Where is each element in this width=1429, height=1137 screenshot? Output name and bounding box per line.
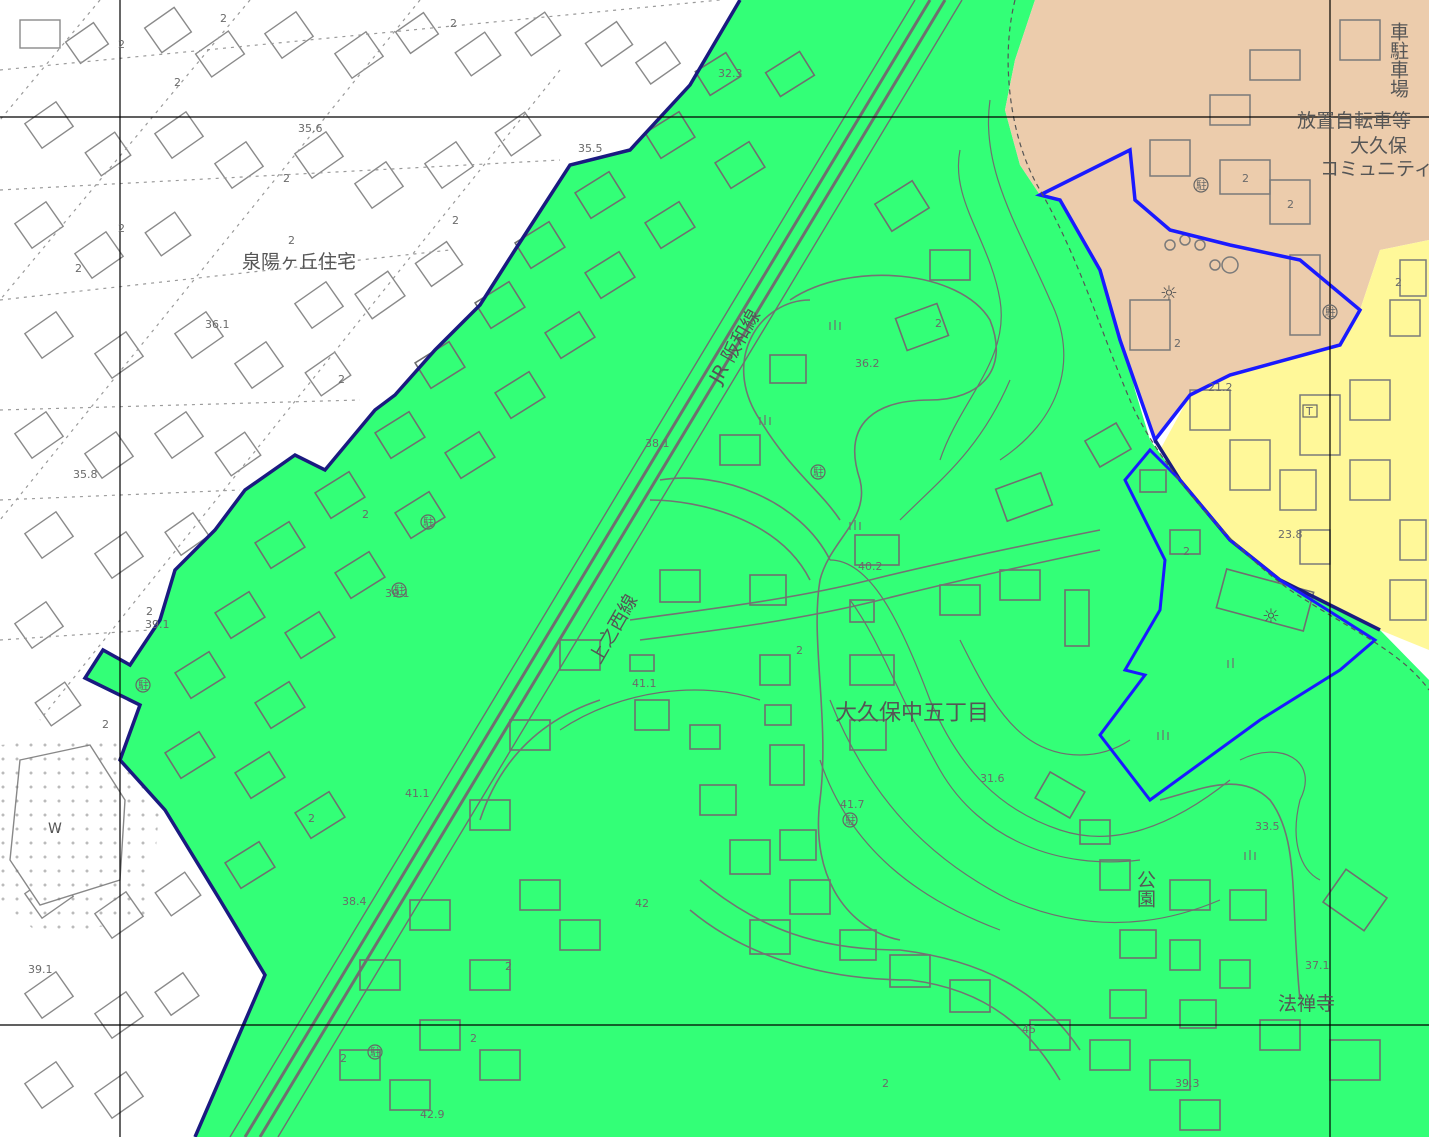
- floor-mark: 2: [935, 317, 942, 330]
- spot-height: 39.1: [28, 963, 53, 976]
- floor-mark: 2: [882, 1077, 889, 1090]
- parking-icon: 駐: [394, 583, 405, 597]
- spot-height: 35.5: [578, 142, 603, 155]
- floor-mark: 2: [118, 222, 125, 235]
- floor-mark: 2: [1242, 172, 1249, 185]
- parking-icon: 駐: [813, 465, 824, 479]
- floor-mark: 2: [283, 172, 290, 185]
- commercial-boundary: [1034, 147, 1363, 444]
- floor-mark: 2: [118, 38, 125, 51]
- spot-height: 37.1: [1305, 959, 1330, 972]
- spot-height: 21.2: [1208, 381, 1233, 394]
- bicycle-parking-label: 放置自転車等: [1297, 110, 1411, 132]
- spot-height: 41.1: [405, 787, 430, 800]
- parking-icon: 駐: [1196, 178, 1207, 192]
- housing-label: 泉陽ヶ丘住宅: [242, 251, 356, 273]
- parking-icon: 駐: [138, 678, 149, 692]
- parking-top-right-label: 車駐車場: [1387, 22, 1409, 99]
- floor-mark: 2: [340, 1052, 347, 1065]
- spot-height: 35.8: [73, 468, 98, 481]
- floor-mark: 2: [288, 234, 295, 247]
- spot-height: 39.1: [385, 587, 410, 600]
- area-name-label: 大久保中五丁目: [835, 701, 989, 726]
- spot-height: 39.1: [145, 618, 170, 631]
- floor-mark: 2: [1183, 545, 1190, 558]
- spot-height: 45: [1022, 1023, 1036, 1036]
- spot-height: 36.1: [205, 318, 230, 331]
- okubo-label: 大久保: [1350, 135, 1407, 157]
- floor-marks: 2 2 2 2 2 2 2 2 2 2 2 2 2 2 2 2 2 2 2 2 …: [75, 12, 1402, 1090]
- floor-mark: 2: [75, 262, 82, 275]
- spot-height: 36.2: [855, 357, 880, 370]
- parking-icon: 駐: [1325, 305, 1336, 319]
- parking-icon-labels: 駐 駐 駐 駐 駐 駐 駐 駐: [138, 178, 1336, 1059]
- floor-mark: 2: [1395, 276, 1402, 289]
- spot-height: 42.9: [420, 1108, 445, 1121]
- svg-text:T: T: [1305, 405, 1313, 418]
- spot-height: 40.2: [858, 560, 883, 573]
- spot-height: 42: [635, 897, 649, 910]
- park-boundary: [1098, 447, 1378, 803]
- floor-mark: 2: [796, 644, 803, 657]
- spot-height: 33.5: [1255, 820, 1280, 833]
- park-label: 公園: [1134, 870, 1156, 908]
- floor-mark: 2: [174, 76, 181, 89]
- spot-height: 39.3: [1175, 1077, 1200, 1090]
- floor-mark: 2: [338, 373, 345, 386]
- zone-boundaries: [82, 0, 1429, 1137]
- w-block-label: W: [48, 821, 62, 837]
- grass-icon: [759, 320, 1256, 860]
- white-area-blocks: [13, 6, 682, 1120]
- western-boundary: [82, 0, 742, 1137]
- community-label: コミュニティ: [1320, 158, 1429, 180]
- commercial-zone-buildings: [1129, 19, 1381, 351]
- spot-height: 41.7: [840, 798, 865, 811]
- floor-mark: 2: [102, 718, 109, 731]
- temple-label: 法禅寺: [1278, 993, 1335, 1015]
- spot-height: 35.6: [298, 122, 323, 135]
- yellow-zone[interactable]: [1160, 240, 1429, 650]
- floor-mark: 2: [505, 960, 512, 973]
- spot-height: 38.1: [645, 437, 670, 450]
- parking-symbols: [135, 177, 1338, 1060]
- contour-lines: [559, 99, 1321, 931]
- commercial-zone[interactable]: [1005, 0, 1429, 440]
- parking-icon: 駐: [423, 515, 434, 529]
- spot-height: 31.6: [980, 772, 1005, 785]
- spot-height: 23.8: [1278, 528, 1303, 541]
- spot-height: 38.4: [342, 895, 367, 908]
- jr-rail-line: [229, 0, 963, 1137]
- floor-mark: 2: [146, 605, 153, 618]
- parking-icon: 駐: [845, 813, 856, 827]
- floor-mark: 2: [470, 1032, 477, 1045]
- spot-height: 41.1: [632, 677, 657, 690]
- floor-mark: 2: [1174, 337, 1181, 350]
- floor-mark: 2: [1287, 198, 1294, 211]
- spot-height: 32.3: [718, 67, 743, 80]
- floor-mark: 2: [362, 508, 369, 521]
- shrine-icon: ☼: [1262, 604, 1280, 628]
- floor-mark: 2: [450, 17, 457, 30]
- shrine-icon: ☼: [1160, 281, 1178, 305]
- green-zone-buildings: [163, 50, 1389, 1131]
- floor-mark: 2: [308, 812, 315, 825]
- green-residential-zone[interactable]: [85, 0, 1429, 1137]
- spot-heights: 32.3 35.6 35.5 36.1 35.8 39.1 39.1 41.1 …: [28, 67, 1330, 1121]
- station-t-icon: T: [1302, 404, 1318, 418]
- yellow-zone-buildings: [1189, 259, 1427, 621]
- floor-mark: 2: [452, 214, 459, 227]
- floor-mark: 2: [220, 12, 227, 25]
- parking-icon: 駐: [370, 1045, 381, 1059]
